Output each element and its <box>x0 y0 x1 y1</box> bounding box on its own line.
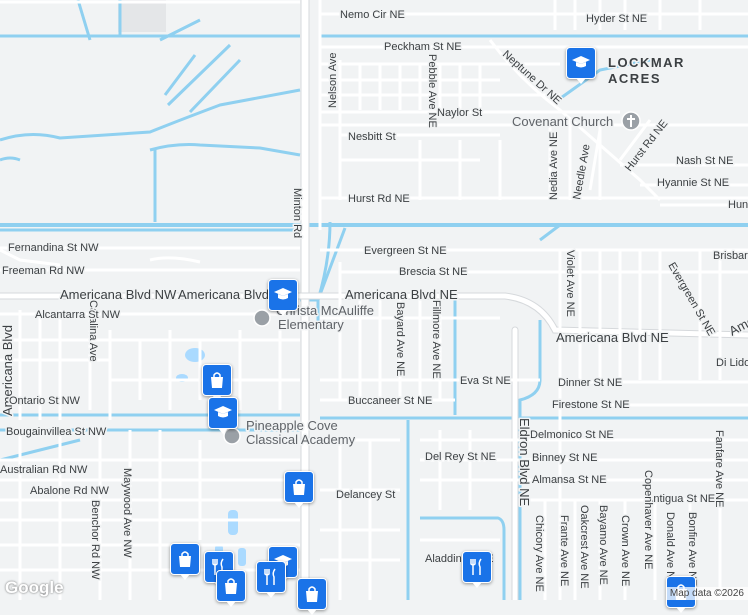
street-label: Ontario St NW <box>9 395 81 407</box>
poi-label-church[interactable]: Covenant Church <box>511 113 615 131</box>
street-label: Naylor St <box>437 107 482 119</box>
shopping-pin[interactable] <box>297 578 327 615</box>
restaurant-pin[interactable] <box>462 551 492 588</box>
street-label: Nelson Ave <box>327 53 339 108</box>
school-pin[interactable] <box>268 279 298 316</box>
street-label: Delmonico St NE <box>530 429 614 441</box>
street-label: Americana Blvd NE <box>345 287 458 302</box>
street-label: Fernandina St NW <box>8 242 99 254</box>
shopping-bag-icon <box>306 586 318 602</box>
street-label: Frante Ave NE <box>558 515 570 586</box>
street-label: Nedia Ave NE <box>548 132 560 200</box>
street-label: Freeman Rd NW <box>2 265 85 277</box>
street-label: Di Lido <box>716 357 748 369</box>
street-label: Hun <box>728 199 748 211</box>
restaurant-pin[interactable] <box>256 561 286 598</box>
street-label: Almansa St NE <box>532 474 607 486</box>
street-label: Eldron Blvd NE <box>517 418 532 506</box>
street-label: Buccaneer St NE <box>348 395 432 407</box>
street-label: Crown Ave NE <box>619 515 631 586</box>
street-label: Binney St NE <box>532 452 597 464</box>
street-label: Bougainvillea St NW <box>6 426 107 438</box>
street-label: Alcantarra St NW <box>35 309 121 321</box>
street-label: Brisbar <box>713 250 748 262</box>
poi-label-school[interactable]: Classical Academy <box>245 431 358 449</box>
shopping-pin[interactable] <box>284 471 314 508</box>
poi-label-school[interactable]: Pineapple Cove <box>245 417 340 435</box>
street-label: Brescia St NE <box>399 266 467 278</box>
map-attribution[interactable]: Map data ©2026 <box>665 587 748 600</box>
street-label: Del Rey St NE <box>425 451 496 463</box>
poi-label-school[interactable]: Christa McAuliffe <box>275 302 376 320</box>
street-label: Hyder St NE <box>586 13 647 25</box>
church-marker[interactable] <box>621 111 641 131</box>
street-label: Americana Blvd <box>0 325 15 416</box>
street-label: Donald Ave NE <box>664 512 676 586</box>
street-label: Violet Ave NE <box>564 250 576 317</box>
school-dot-icon <box>253 309 271 327</box>
street-label: Abalone Rd NW <box>30 485 109 497</box>
street-label: Nesbitt St <box>348 131 396 143</box>
street-label: Maywood Ave NW <box>121 468 133 558</box>
shopping-bag-icon <box>211 372 223 388</box>
mortarboard-icon <box>274 288 292 300</box>
street-label: Chicory Ave NE <box>533 515 545 592</box>
shopping-pin[interactable] <box>216 570 246 607</box>
street-label: Fillmore Ave NE <box>430 300 442 379</box>
area-label: ACRES <box>608 71 661 86</box>
street-label: Evergreen St NE <box>364 245 447 257</box>
street-label: Eva St NE <box>460 375 511 387</box>
street-label: Oakcrest Ave NE <box>578 505 590 589</box>
street-label: Bayard Ave NE <box>394 302 406 376</box>
minor-roads <box>0 0 748 600</box>
street-label: Americana Blvd NW <box>60 287 177 302</box>
street-label: Hurst Rd NE <box>348 193 410 205</box>
school-small-markers <box>223 309 271 445</box>
fork-knife-icon <box>212 558 224 575</box>
waterways <box>0 0 748 600</box>
shopping-bag-icon <box>179 551 191 567</box>
street-label: Bayamo Ave NE <box>597 505 609 585</box>
google-logo: Google <box>5 578 64 597</box>
map-canvas[interactable]: Nemo Cir NE Hyder St NE Peckham St NE Ne… <box>0 0 748 600</box>
street-label: Americana Blvd <box>178 287 269 302</box>
fork-knife-icon <box>264 568 276 585</box>
street-label: Benchor Rd NW <box>89 500 101 580</box>
street-label: Dinner St NE <box>558 377 622 389</box>
school-pin[interactable] <box>208 397 238 434</box>
street-label: Americana Blvd NE <box>556 330 669 345</box>
fork-knife-icon <box>470 558 482 575</box>
street-label: Delancey St <box>336 489 395 501</box>
mortarboard-icon <box>214 406 232 418</box>
street-label: Nemo Cir NE <box>340 9 405 21</box>
shopping-bag-icon <box>293 479 305 495</box>
shopping-pin[interactable] <box>202 364 232 401</box>
street-label: Peckham St NE <box>384 41 462 53</box>
street-label: Fanfare Ave NE <box>713 430 725 507</box>
street-label: Nash St NE <box>676 155 733 167</box>
mortarboard-icon <box>572 56 590 68</box>
shopping-pin[interactable] <box>170 543 200 580</box>
street-label: Antigua St NE <box>646 493 715 505</box>
shopping-bag-icon <box>225 578 237 594</box>
poi-label-school[interactable]: Elementary <box>277 316 346 334</box>
street-label: Copenhaver Ave NE <box>642 470 654 569</box>
street-label: Firestone St NE <box>552 399 630 411</box>
street-label: Minton Rd <box>291 188 303 238</box>
street-label: Catalina Ave <box>87 300 99 362</box>
street-label: Bonfire Ave NE <box>686 512 698 586</box>
area-label: LOCKMAR <box>608 55 685 70</box>
street-label: Hyannie St NE <box>657 177 729 189</box>
school-pin[interactable] <box>566 47 596 84</box>
street-label: Pebble Ave NE <box>426 54 438 128</box>
street-label: Australian Rd NW <box>0 464 88 476</box>
